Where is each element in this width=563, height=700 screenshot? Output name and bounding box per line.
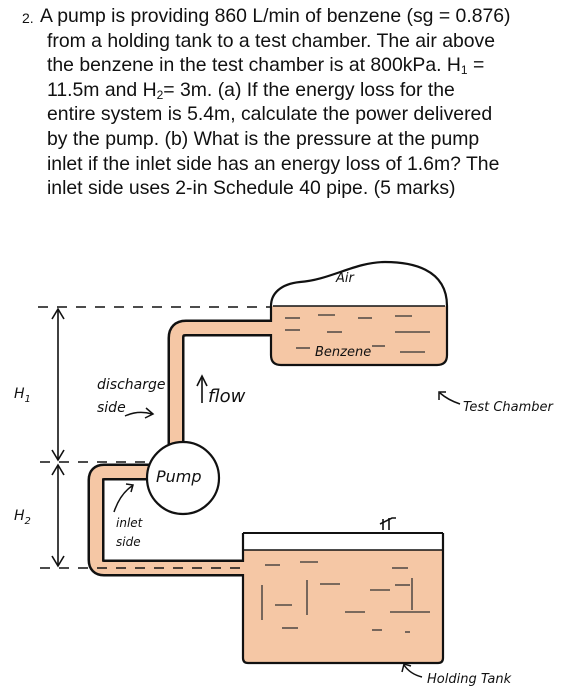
- discharge-label: discharge: [97, 377, 165, 393]
- flow-label: flow: [208, 386, 246, 407]
- inlet-label: inlet: [116, 516, 144, 530]
- problem-line-4-tail: = 3m. (a) If the energy loss for the: [163, 78, 455, 101]
- reference-lines: [38, 306, 272, 569]
- h2-subscript: 2: [156, 87, 164, 102]
- pump-circle: [145, 440, 221, 516]
- holding-tank-pointer-arrow: [401, 663, 423, 678]
- h1-subscript: 1: [460, 63, 468, 78]
- discharge-pointer-arrow: [124, 407, 155, 419]
- problem-line-3: the benzene in the test chamber is at 80…: [22, 53, 552, 78]
- h2-sub: 2: [25, 516, 31, 527]
- test-chamber-pointer-arrow: [438, 391, 461, 405]
- problem-line-4-text: 11.5m and H: [47, 78, 157, 101]
- h2-letter: H: [14, 508, 25, 524]
- air-label: Air: [335, 271, 356, 286]
- problem-line-5: entire system is 5.4m, calculate the pow…: [47, 103, 493, 126]
- test-chamber-label: Test Chamber: [463, 400, 555, 415]
- vent-icon: [379, 517, 396, 530]
- holding-hatching: [261, 561, 430, 633]
- problem-line-3-tail: =: [467, 54, 485, 77]
- h1-label: H1: [14, 386, 31, 405]
- test-chamber-benzene: [271, 306, 447, 365]
- holding-tank-label: Holding Tank: [427, 672, 512, 687]
- problem-line-3-text: the benzene in the test chamber is at 80…: [47, 54, 461, 77]
- problem-statement: 2. A pump is providing 860 L/min of benz…: [22, 4, 552, 201]
- problem-line-8: inlet side uses 2-in Schedule 40 pipe. (…: [47, 177, 456, 200]
- h1-letter: H: [14, 386, 25, 402]
- problem-line-2: from a holding tank to a test chamber. T…: [47, 29, 496, 52]
- benzene-hatching: [285, 314, 430, 353]
- flow-arrow: [196, 374, 208, 403]
- problem-number: 2.: [22, 10, 34, 26]
- problem-line-4: 11.5m and H2= 3m. (a) If the energy loss…: [22, 78, 552, 103]
- problem-line-7: inlet if the inlet side has an energy lo…: [47, 152, 500, 175]
- h2-label: H2: [14, 508, 31, 527]
- benzene-label: Benzene: [315, 345, 371, 360]
- discharge-pipe: [167, 319, 273, 450]
- holding-tank-benzene: [243, 550, 442, 662]
- h1-sub: 1: [25, 394, 31, 405]
- problem-line-1: A pump is providing 860 L/min of benzene…: [40, 5, 511, 27]
- inlet-pointer-arrow: [113, 483, 134, 513]
- test-chamber-outline: [269, 260, 449, 367]
- pump-label: Pump: [156, 467, 202, 486]
- test-chamber: [269, 260, 449, 367]
- problem-line-6: by the pump. (b) What is the pressure at…: [47, 127, 480, 150]
- height-dimensions: [51, 307, 65, 568]
- inlet-side-label: side: [116, 535, 141, 549]
- discharge-side-label: side: [97, 400, 126, 416]
- holding-tank: [241, 517, 445, 665]
- holding-tank-outline: [241, 533, 445, 665]
